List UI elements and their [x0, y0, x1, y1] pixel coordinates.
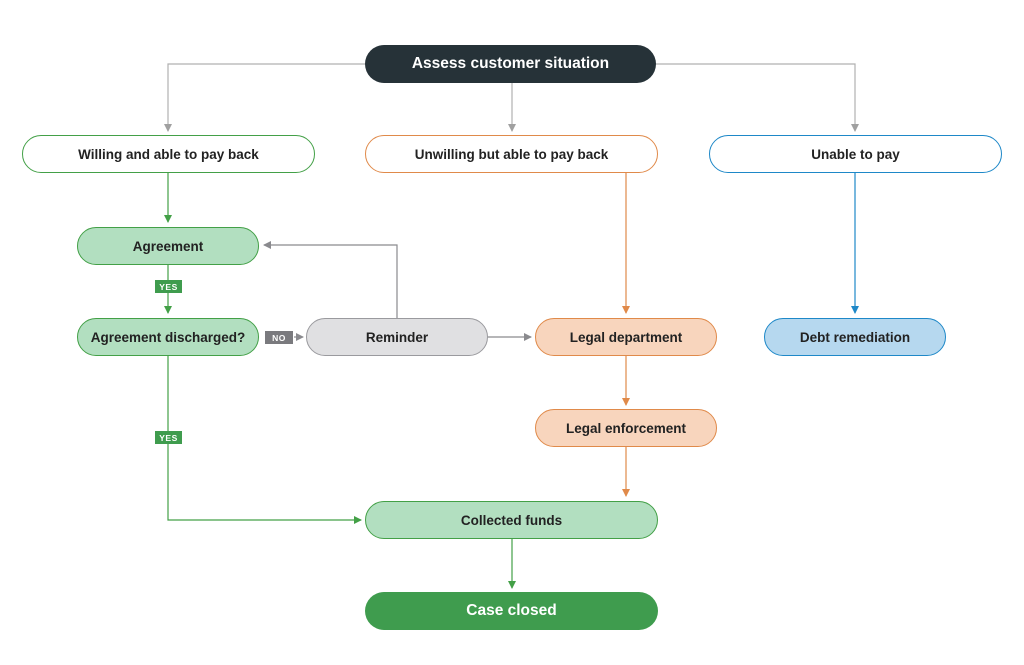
- yes-tag-collected: YES: [155, 431, 182, 444]
- no-tag-reminder: NO: [265, 331, 293, 344]
- node-willing-and-able: Willing and able to pay back: [22, 135, 315, 173]
- node-collected-funds: Collected funds: [365, 501, 658, 539]
- connector-discharged-collected: [167, 356, 362, 524]
- node-unable-to-pay: Unable to pay: [709, 135, 1002, 173]
- node-legal-department: Legal department: [535, 318, 717, 356]
- node-agreement-discharged: Agreement discharged?: [77, 318, 259, 356]
- connector-assess-willing: [164, 63, 365, 132]
- node-unwilling-but-able: Unwilling but able to pay back: [365, 135, 658, 173]
- node-case-closed: Case closed: [365, 592, 658, 630]
- node-assess-customer-situation: Assess customer situation: [365, 45, 656, 83]
- node-debt-remediation: Debt remediation: [764, 318, 946, 356]
- node-agreement: Agreement: [77, 227, 259, 265]
- node-reminder: Reminder: [306, 318, 488, 356]
- yes-tag-agreement: YES: [155, 280, 182, 293]
- node-legal-enforcement: Legal enforcement: [535, 409, 717, 447]
- connector-assess-unable: [656, 63, 859, 132]
- connector-reminder-agreement: [263, 241, 398, 318]
